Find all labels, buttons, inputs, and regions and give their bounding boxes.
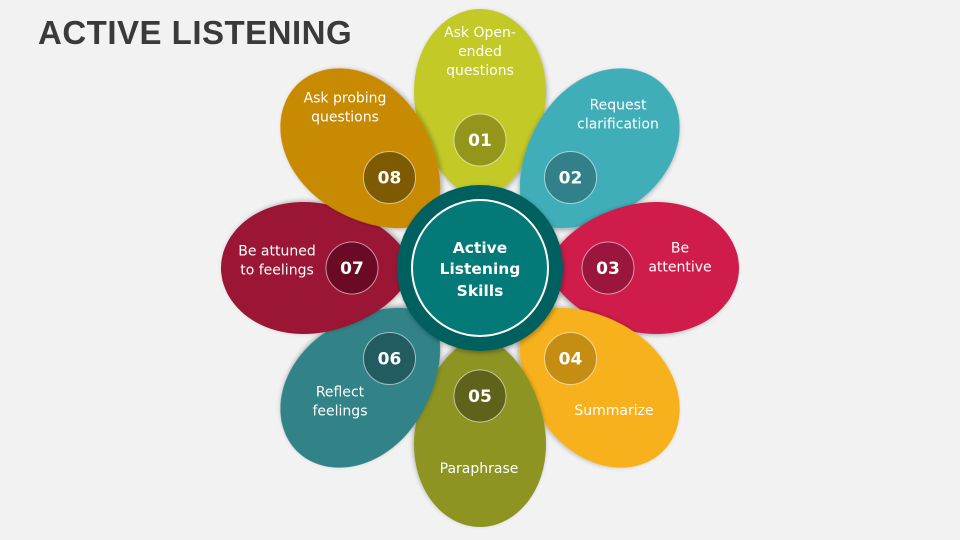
petal-01: 01 Ask Open-ended questions <box>414 9 546 198</box>
petal-number: 05 <box>468 387 492 407</box>
petal-label-line: clarification <box>577 117 659 133</box>
number-badge <box>453 369 507 423</box>
petal-07: 07 Be attuned to feelings <box>221 202 410 334</box>
number-badge <box>362 150 416 204</box>
center-hub: Active Listening Skills <box>397 185 563 351</box>
petal-label-line: Be <box>671 241 689 257</box>
slide-title: ACTIVE LISTENING <box>38 14 353 51</box>
petal-label-line: Ask Open- <box>444 25 516 41</box>
petal-number: 08 <box>378 168 402 188</box>
center-inner-circle <box>411 199 549 337</box>
petal-number: 04 <box>559 350 583 370</box>
number-badge <box>362 332 416 386</box>
center-line-3: Skills <box>457 282 504 300</box>
center-line-2: Listening <box>440 260 521 278</box>
center-line-1: Active <box>453 239 508 257</box>
petal-label-line: Summarize <box>574 403 653 419</box>
petal-08: 08 Ask probing questions <box>280 68 441 229</box>
petal-shape <box>414 9 546 198</box>
petal-label-line: feelings <box>313 404 368 420</box>
petal-number: 02 <box>559 168 583 188</box>
number-badge <box>544 332 598 386</box>
petal-label-line: Paraphrase <box>440 461 519 477</box>
petal-label-line: Be attuned <box>238 244 315 260</box>
number-badge <box>544 150 598 204</box>
petal-shape <box>550 202 739 334</box>
petal-number: 01 <box>468 131 492 151</box>
petal-label-line: questions <box>311 110 379 126</box>
petal-number: 03 <box>596 259 620 279</box>
number-badge <box>325 241 379 295</box>
petal-shape <box>221 202 410 334</box>
petal-number: 06 <box>378 350 402 370</box>
petal-label-line: to feelings <box>240 263 314 279</box>
petal-02: 02 Request clarification <box>519 68 680 229</box>
petal-label-line: Reflect <box>316 385 365 401</box>
petal-label-line: ended <box>458 44 502 60</box>
number-badge <box>581 241 635 295</box>
petal-label-line: Request <box>590 98 647 114</box>
petal-label-line: Ask probing <box>304 91 387 107</box>
petal-label-line: questions <box>446 63 514 79</box>
petal-label-line: attentive <box>648 260 711 276</box>
petal-number: 07 <box>340 259 364 279</box>
petal-shape <box>414 338 546 527</box>
petal-03: 03 Be attentive <box>550 202 739 334</box>
number-badge <box>453 113 507 167</box>
